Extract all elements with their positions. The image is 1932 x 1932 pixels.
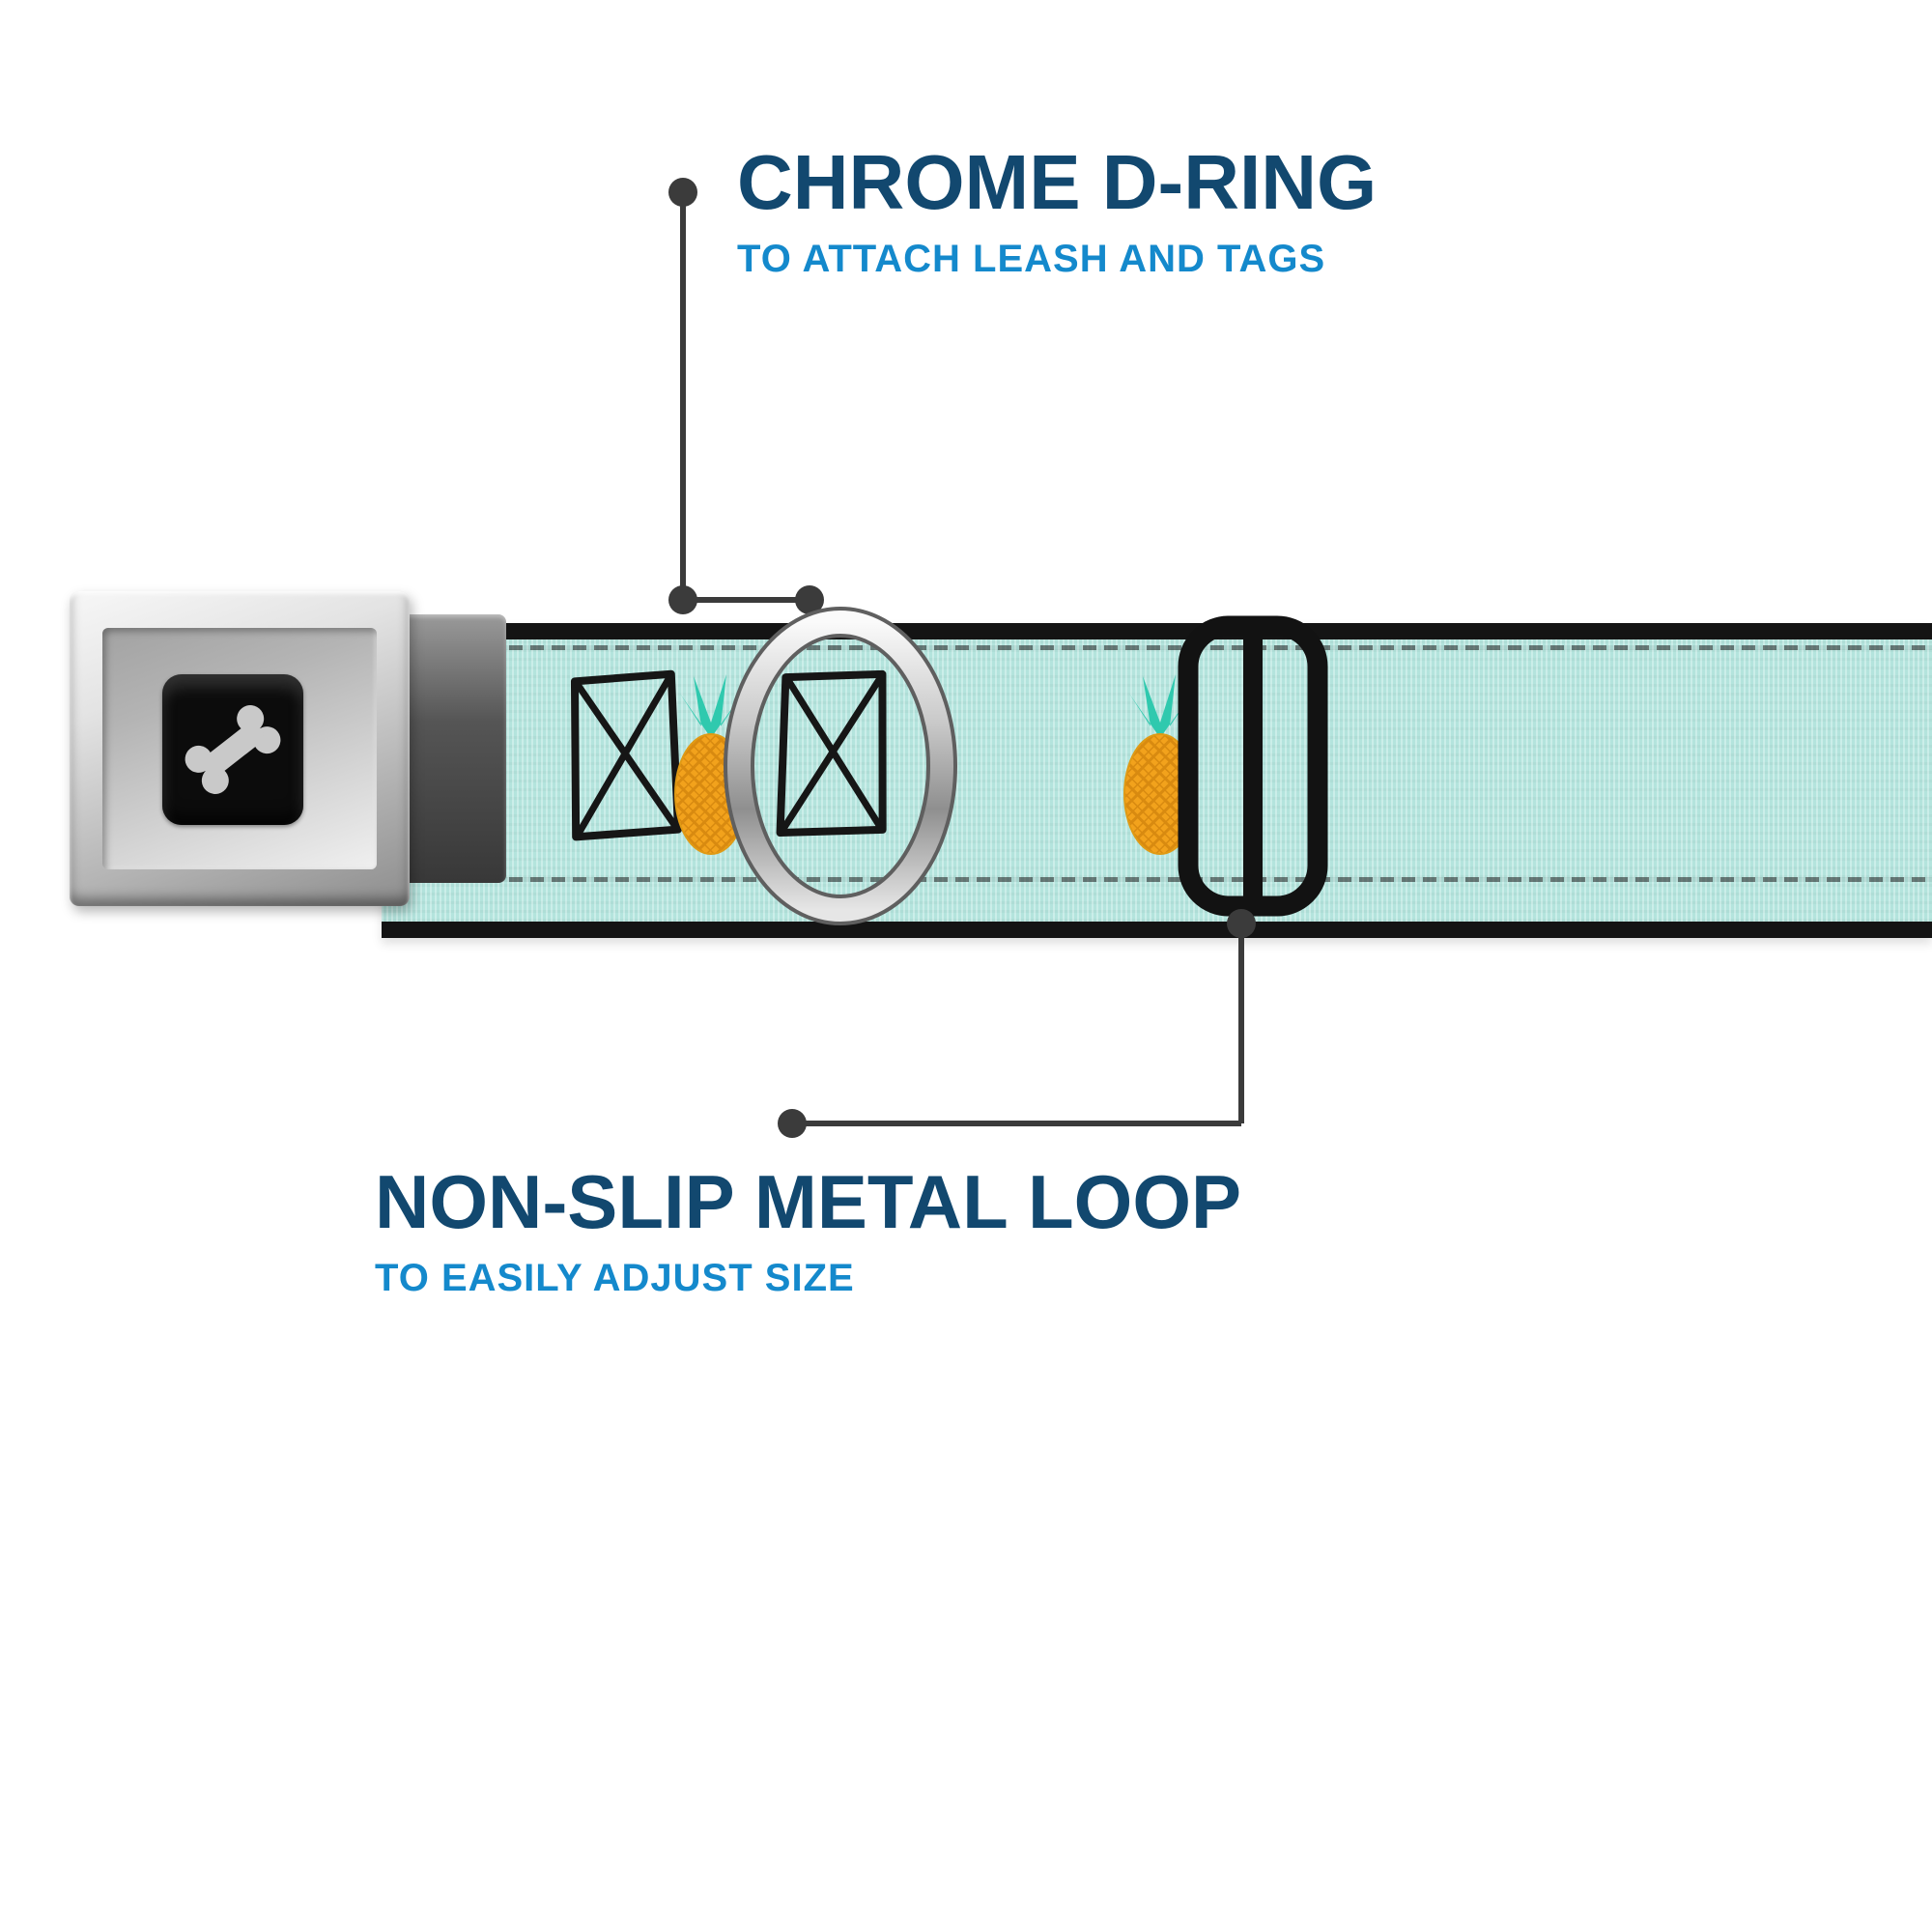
callout-metal-loop: NON-SLIP METAL LOOP TO EASILY ADJUST SIZ…: [375, 1159, 1242, 1300]
buckle-logo-plate: [162, 674, 303, 825]
chrome-d-ring: [724, 607, 957, 925]
callout-bottom-subtitle: TO EASILY ADJUST SIZE: [375, 1256, 855, 1299]
callout-bottom-title: NON-SLIP METAL LOOP: [375, 1159, 1242, 1244]
collar-strap: [382, 623, 1932, 938]
dog-bone-icon: [185, 705, 281, 794]
callout-top-title: CHROME D-RING: [737, 139, 1378, 225]
connector-line-top-vertical: [680, 192, 686, 602]
connector-dot-top-elbow: [668, 585, 697, 614]
callout-top-subtitle: TO ATTACH LEASH AND TAGS: [737, 237, 1326, 280]
strap-stitching-bottom: [382, 877, 1932, 882]
connector-line-top-horizontal: [683, 597, 810, 603]
crossed-box-icon: [570, 669, 683, 841]
metal-slider-loop: [1178, 615, 1328, 917]
connector-dot-bottom-end: [778, 1109, 807, 1138]
callout-chrome-d-ring: CHROME D-RING TO ATTACH LEASH AND TAGS: [737, 143, 1377, 281]
seatbelt-buckle: [70, 591, 506, 906]
connector-line-bottom-vertical: [1238, 923, 1244, 1123]
crossed-box-icon: [776, 669, 887, 838]
connector-line-bottom-horizontal: [792, 1121, 1241, 1126]
strap-stitching-top: [382, 645, 1932, 650]
